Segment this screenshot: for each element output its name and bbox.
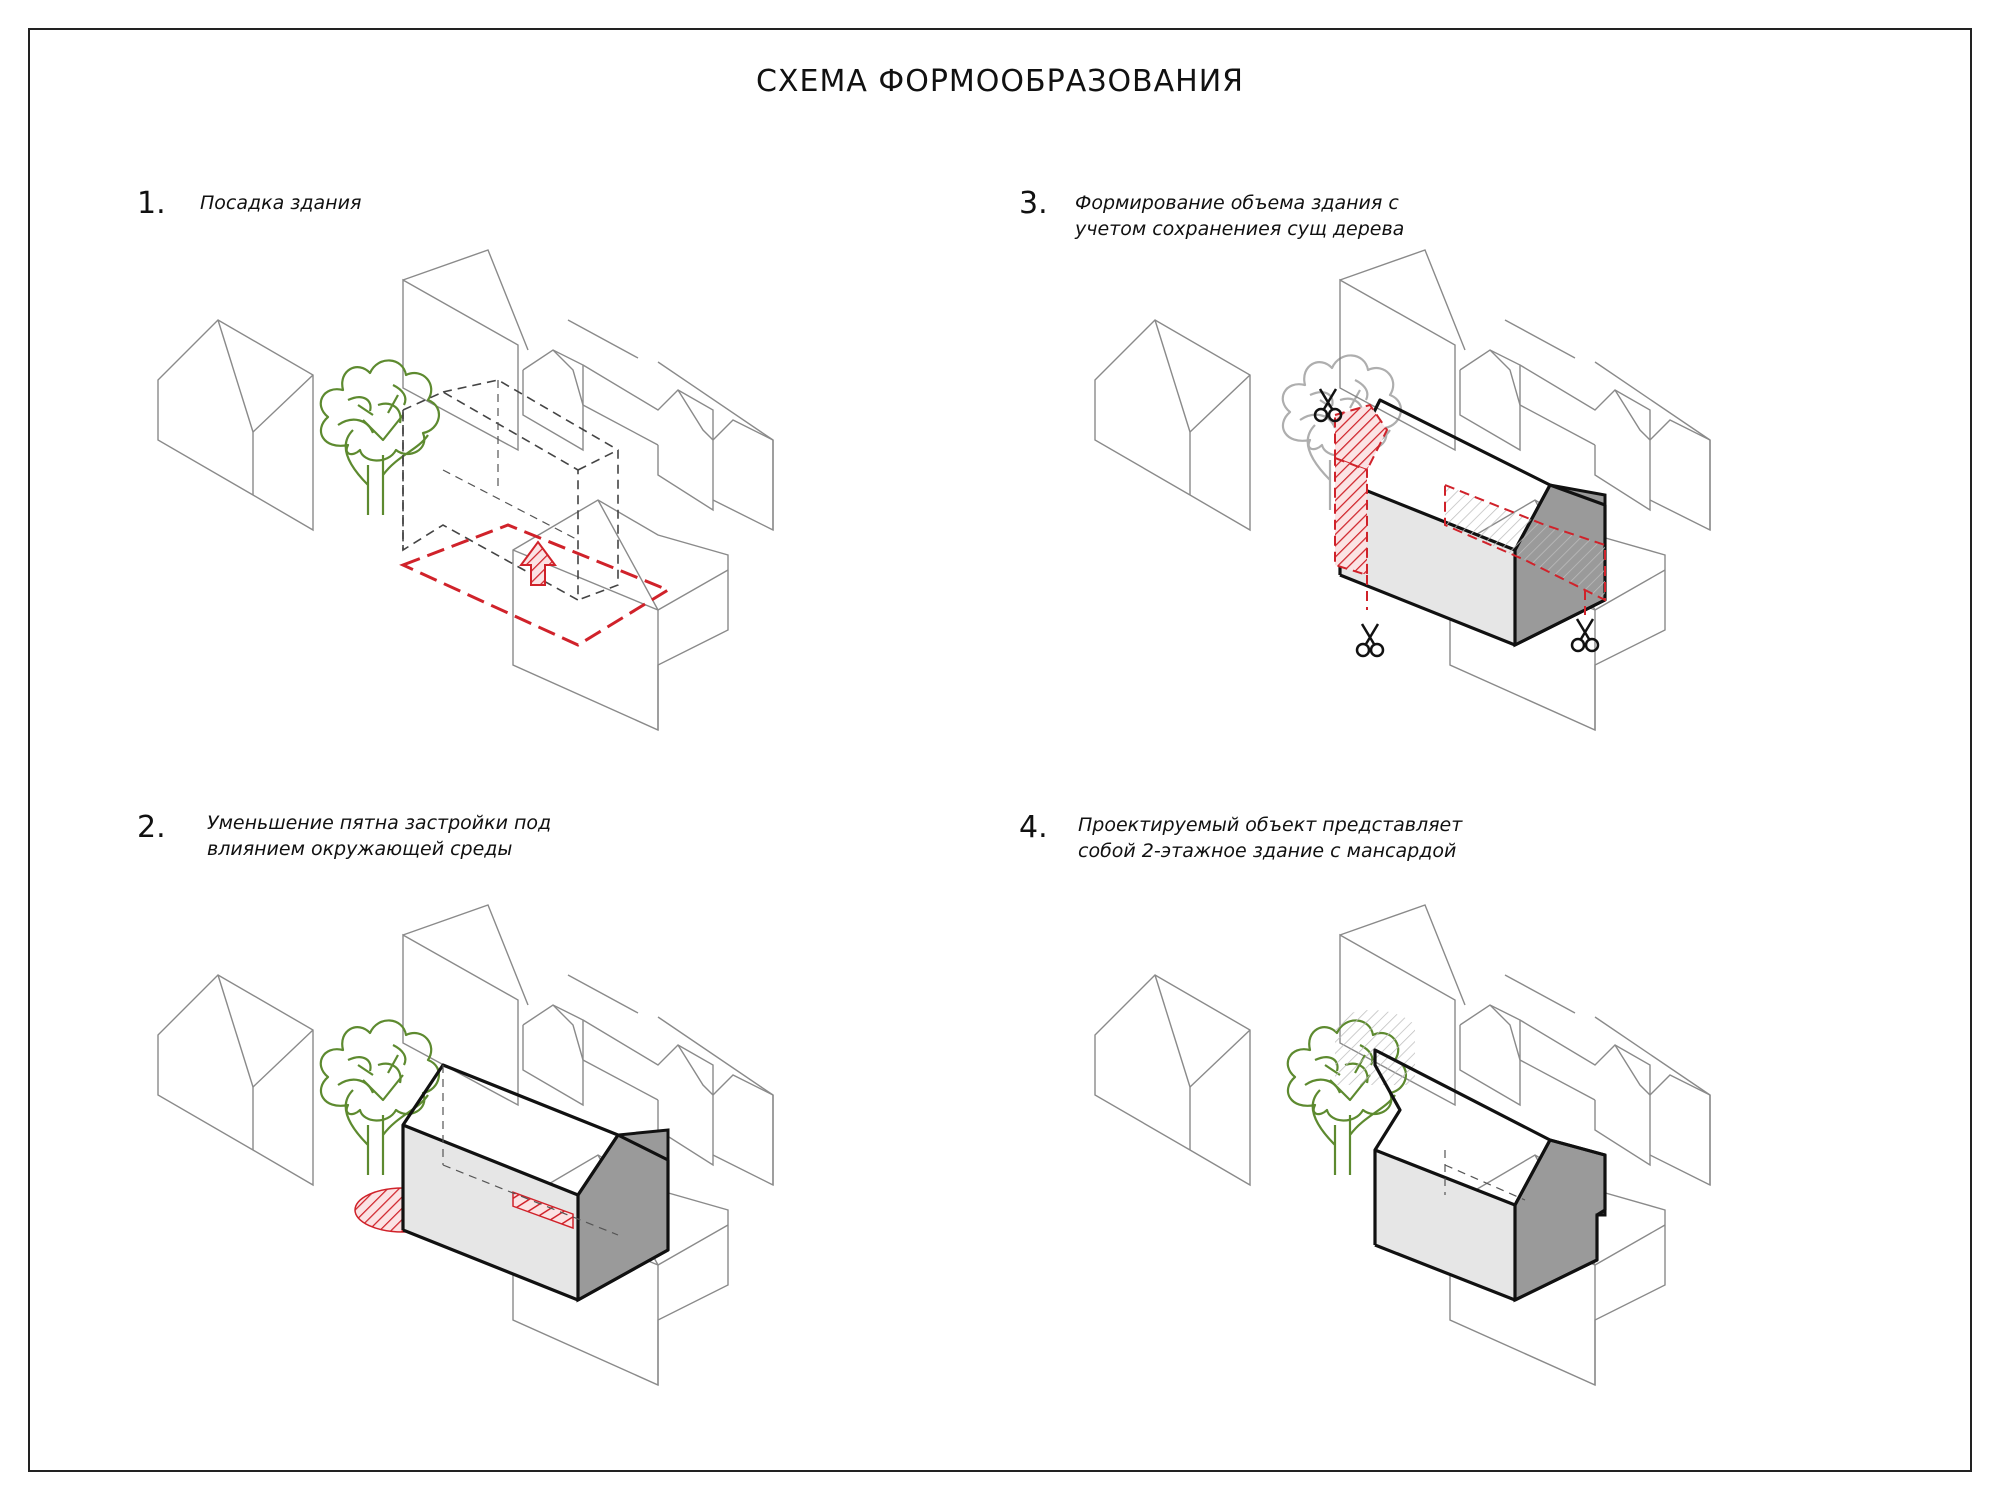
arrow-up-icon — [519, 540, 557, 586]
step-4-number: 4. — [1019, 810, 1048, 845]
scissors-icon — [1570, 617, 1600, 653]
panel-4-mass-side — [1513, 1138, 1607, 1303]
panel-2-reduced-strip — [512, 1191, 574, 1230]
step-3-line-2: учетом сохранениея сущ дерева — [1075, 218, 1405, 240]
panel-4-diagram — [1094, 904, 1711, 1386]
panel-1-tree-icon — [319, 359, 441, 517]
step-3-caption: Формирование объема здания с учетом сохр… — [1075, 190, 1404, 242]
step-2-number: 2. — [137, 810, 166, 845]
step-2-line-2: влиянием окружающей среды — [207, 838, 513, 860]
step-1-line-1: Посадка здания — [200, 192, 362, 214]
step-1-number: 1. — [137, 186, 166, 221]
panel-2-context-buildings — [157, 904, 774, 1386]
step-1-caption: Посадка здания — [200, 190, 361, 216]
panel-1-site-footprint — [399, 523, 672, 647]
panel-3-mass-front — [1340, 480, 1515, 645]
step-3-number: 3. — [1019, 186, 1048, 221]
panel-1-diagram — [157, 249, 774, 731]
panel-4-mass-front — [1375, 1150, 1515, 1300]
step-2-line-1: Уменьшение пятна застройки под — [207, 812, 552, 834]
step-4-caption: Проектируемый объект представляет собой … — [1078, 812, 1462, 864]
panel-4-context-buildings — [1094, 904, 1711, 1386]
panel-3-cut-roof — [1334, 403, 1389, 472]
panel-2-diagram — [157, 904, 774, 1386]
drawing-frame — [28, 28, 1972, 1472]
panel-3-context-buildings — [1094, 249, 1711, 731]
step-4-line-1: Проектируемый объект представляет — [1078, 814, 1463, 836]
step-3-line-1: Формирование объема здания с — [1075, 192, 1399, 214]
panel-3-cut-back — [1444, 483, 1606, 602]
sheet-title: СХЕМА ФОРМООБРАЗОВАНИЯ — [755, 64, 1245, 99]
panel-1-dashed-volume — [402, 379, 619, 602]
panel-3-cut-corner — [1334, 456, 1368, 577]
panel-2-mass-front — [403, 1125, 578, 1300]
step-4-line-2: собой 2-этажное здание с мансардой — [1078, 840, 1457, 862]
scissors-icon — [1355, 622, 1385, 658]
step-2-caption: Уменьшение пятна застройки под влиянием … — [207, 810, 551, 862]
panel-1-context-buildings — [157, 249, 774, 731]
panel-3-diagram — [1094, 249, 1711, 731]
